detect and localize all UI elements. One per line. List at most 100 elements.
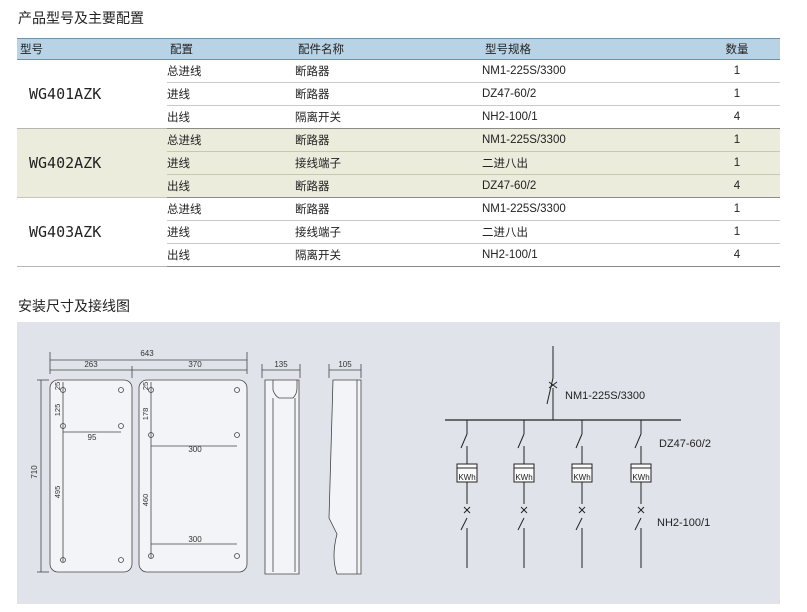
meter-label: KWh bbox=[573, 473, 590, 482]
spec-cell: 二进八出 bbox=[482, 151, 694, 175]
qty-cell: 1 bbox=[694, 59, 780, 83]
front-view-right-panel: 25 178 460 300 300 bbox=[138, 379, 248, 573]
table-row: 出线 断路器 DZ47-60/2 4 bbox=[17, 174, 780, 198]
spec-cell: NM1-225S/3300 bbox=[482, 128, 694, 152]
part-cell: 隔离开关 bbox=[295, 243, 482, 267]
branch-circuit: KWh bbox=[571, 420, 593, 568]
table-group: WG402AZK 总进线 断路器 NM1-225S/3300 1 进线 接线端子… bbox=[17, 128, 780, 198]
dim-left-spacing: 95 bbox=[88, 433, 97, 442]
branch-breaker-label: DZ47-60/2 bbox=[659, 438, 711, 450]
spec-cell: NM1-225S/3300 bbox=[482, 197, 694, 221]
table-group: WG403AZK 总进线 断路器 NM1-225S/3300 1 进线 接线端子… bbox=[17, 197, 780, 267]
dim-right-top: 25 bbox=[141, 382, 150, 390]
mount-hole bbox=[118, 423, 124, 429]
model-cell: WG402AZK bbox=[17, 128, 167, 198]
config-cell: 进线 bbox=[167, 220, 295, 244]
front-dimensions: 643 263 370 710 bbox=[30, 349, 248, 573]
mount-hole bbox=[118, 557, 124, 563]
qty-cell: 1 bbox=[694, 197, 780, 221]
dim-right-width: 370 bbox=[188, 360, 202, 369]
dim-left-width: 263 bbox=[84, 360, 98, 369]
meter-label: KWh bbox=[632, 473, 649, 482]
dim-right-spacing-2: 300 bbox=[188, 535, 202, 544]
meter-label: KWh bbox=[458, 473, 475, 482]
dim-side-depth-1: 135 bbox=[274, 360, 288, 369]
dim-left-gap-2: 495 bbox=[53, 486, 62, 499]
qty-cell: 4 bbox=[694, 174, 780, 198]
mount-hole bbox=[234, 387, 240, 393]
branch-circuit: KWh bbox=[630, 420, 652, 568]
dim-right-gap-1: 178 bbox=[141, 408, 150, 421]
main-breaker-label: NM1-225S/3300 bbox=[565, 390, 645, 402]
col-header-part: 配件名称 bbox=[295, 38, 482, 60]
table-row: WG401AZK 总进线 断路器 NM1-225S/3300 1 bbox=[17, 59, 780, 129]
spec-cell: NH2-100/1 bbox=[482, 105, 694, 129]
spec-cell: DZ47-60/2 bbox=[482, 174, 694, 198]
dim-left-gap-1: 125 bbox=[53, 404, 62, 417]
section-title-config: 产品型号及主要配置 bbox=[18, 11, 144, 27]
part-cell: 接线端子 bbox=[295, 151, 482, 175]
dim-left-top: 25 bbox=[53, 382, 62, 390]
table-row: 出线 隔离开关 NH2-100/1 4 bbox=[17, 105, 780, 129]
qty-cell: 1 bbox=[694, 82, 780, 106]
table-group: WG401AZK 总进线 断路器 NM1-225S/3300 1 进线 断路器 … bbox=[17, 59, 780, 129]
config-cell: 出线 bbox=[167, 105, 295, 129]
config-table: 型号 配置 配件名称 型号规格 数量 WG401AZK 总进线 断路器 NM1-… bbox=[17, 38, 780, 267]
col-header-config: 配置 bbox=[167, 38, 295, 60]
installation-drawing: 643 263 370 710 25 125 495 95 bbox=[30, 346, 711, 575]
table-row: 进线 断路器 DZ47-60/2 1 bbox=[17, 82, 780, 106]
meter-label: KWh bbox=[515, 473, 532, 482]
branch-circuit: KWh bbox=[456, 420, 478, 568]
dim-side-depth-2: 105 bbox=[338, 360, 352, 369]
part-cell: 隔离开关 bbox=[295, 105, 482, 129]
config-cell: 进线 bbox=[167, 151, 295, 175]
dim-right-spacing-1: 300 bbox=[188, 445, 202, 454]
col-header-qty: 数量 bbox=[694, 38, 780, 60]
config-cell: 总进线 bbox=[167, 59, 295, 83]
qty-cell: 4 bbox=[694, 105, 780, 129]
mount-hole bbox=[234, 432, 240, 438]
model-cell: WG401AZK bbox=[17, 59, 167, 129]
dim-height: 710 bbox=[30, 465, 39, 479]
mount-hole bbox=[118, 387, 124, 393]
table-row: 进线 接线端子 二进八出 1 bbox=[17, 220, 780, 244]
front-view-left-panel: 25 125 495 95 bbox=[49, 379, 133, 573]
col-header-model: 型号 bbox=[17, 38, 167, 60]
spec-cell: 二进八出 bbox=[482, 220, 694, 244]
part-cell: 断路器 bbox=[295, 128, 482, 152]
qty-cell: 1 bbox=[694, 151, 780, 175]
wiring-diagram: NM1-225S/3300 KWh KW bbox=[445, 346, 711, 568]
table-row: 出线 隔离开关 NH2-100/1 4 bbox=[17, 243, 780, 267]
qty-cell: 4 bbox=[694, 243, 780, 267]
dim-overall-width: 643 bbox=[140, 349, 154, 358]
config-cell: 进线 bbox=[167, 82, 295, 106]
dim-right-gap-2: 460 bbox=[141, 494, 150, 507]
section-title-drawing: 安装尺寸及接线图 bbox=[18, 299, 130, 315]
table-row: WG402AZK 总进线 断路器 NM1-225S/3300 1 bbox=[17, 128, 780, 198]
config-cell: 出线 bbox=[167, 243, 295, 267]
part-cell: 断路器 bbox=[295, 59, 482, 83]
part-cell: 接线端子 bbox=[295, 220, 482, 244]
part-cell: 断路器 bbox=[295, 174, 482, 198]
branch-circuit: KWh bbox=[513, 420, 535, 568]
qty-cell: 1 bbox=[694, 220, 780, 244]
mount-hole bbox=[234, 553, 240, 559]
table-row: 进线 接线端子 二进八出 1 bbox=[17, 151, 780, 175]
part-cell: 断路器 bbox=[295, 82, 482, 106]
isolator-label: NH2-100/1 bbox=[657, 517, 710, 529]
drawing-panel: 643 263 370 710 25 125 495 95 bbox=[17, 322, 780, 604]
side-view-1: 135 bbox=[261, 360, 301, 575]
config-cell: 总进线 bbox=[167, 128, 295, 152]
config-cell: 总进线 bbox=[167, 197, 295, 221]
spec-cell: NH2-100/1 bbox=[482, 243, 694, 267]
col-header-spec: 型号规格 bbox=[482, 38, 694, 60]
side-view-2: 105 bbox=[328, 360, 362, 575]
qty-cell: 1 bbox=[694, 128, 780, 152]
table-header-row: 型号 配置 配件名称 型号规格 数量 bbox=[17, 38, 780, 60]
spec-cell: NM1-225S/3300 bbox=[482, 59, 694, 83]
table-row: WG403AZK 总进线 断路器 NM1-225S/3300 1 bbox=[17, 197, 780, 267]
part-cell: 断路器 bbox=[295, 197, 482, 221]
spec-cell: DZ47-60/2 bbox=[482, 82, 694, 106]
config-cell: 出线 bbox=[167, 174, 295, 198]
model-cell: WG403AZK bbox=[17, 197, 167, 267]
